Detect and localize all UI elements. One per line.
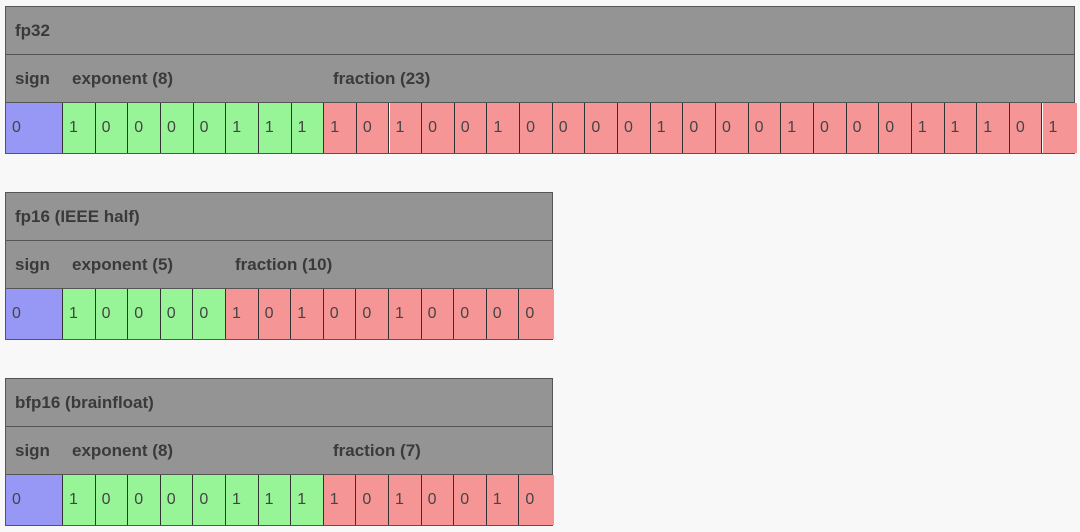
fraction-bit: 1 [389,475,422,525]
fraction-label: fraction (7) [333,441,421,460]
field-labels-row: sign exponent (8) fraction (7) [6,427,552,475]
fraction-bit: 0 [519,475,554,525]
exponent-label: exponent (8) [72,69,174,88]
fraction-bit: 0 [618,103,651,153]
fraction-bit: 0 [454,475,487,525]
fraction-bit: 0 [356,289,389,339]
fraction-bit: 0 [519,289,554,339]
exponent-bit: 1 [226,475,259,525]
fraction-bit: 0 [454,103,488,153]
fraction-bit: 1 [324,103,357,153]
exponent-bit: 1 [258,103,292,153]
format-title: fp16 (IEEE half) [6,193,552,241]
field-labels-row: sign exponent (5) fraction (10) [6,241,552,289]
exponent-bit: 0 [128,103,161,153]
exponent-bit: 0 [193,475,226,525]
fraction-label: fraction (23) [333,69,431,88]
fraction-bit: 0 [421,289,455,339]
format-title: fp32 [6,7,1074,55]
bfp16-format-table: bfp16 (brainfloat) sign exponent (8) fra… [5,378,554,526]
fraction-bit: 1 [781,103,814,153]
exponent-label: exponent (8) [72,441,174,460]
fraction-bit: 0 [879,103,912,153]
fraction-bit: 0 [748,103,782,153]
exponent-bit: 0 [193,289,226,339]
exponent-bit: 1 [63,103,96,153]
exponent-bit: 0 [128,475,161,525]
fraction-bit: 0 [421,475,455,525]
fraction-bit: 0 [356,475,389,525]
fraction-bit: 1 [323,475,357,525]
fraction-bit: 1 [944,103,978,153]
exponent-bit: 0 [95,289,129,339]
fraction-bit: 1 [389,289,422,339]
exponent-bit: 1 [291,475,324,525]
exponent-label: exponent (5) [72,255,174,274]
exponent-bit: 1 [226,103,259,153]
fraction-bit: 1 [650,103,684,153]
format-title: bfp16 (brainfloat) [6,379,552,427]
fraction-bit: 1 [911,103,945,153]
exponent-bit: 1 [258,475,292,525]
fraction-bit: 0 [356,103,390,153]
exponent-bit: 0 [128,289,161,339]
sign-bit: 0 [6,103,63,153]
fraction-bit: 0 [813,103,847,153]
fraction-bit: 0 [683,103,716,153]
fraction-bit: 1 [1042,103,1078,153]
sign-label: sign [15,441,50,460]
exponent-bit: 0 [193,103,227,153]
exponent-bit: 0 [95,475,129,525]
fraction-bit: 1 [487,103,521,153]
exponent-bit: 1 [63,289,96,339]
fraction-bit: 0 [585,103,619,153]
fraction-bit: 1 [291,289,324,339]
fraction-bit: 0 [323,289,357,339]
fraction-bit: 0 [454,289,487,339]
fp16-format-table: fp16 (IEEE half) sign exponent (5) fract… [5,192,554,340]
sign-bit: 0 [6,289,63,339]
exponent-bit: 0 [160,103,194,153]
fraction-bit: 0 [486,289,520,339]
field-labels-row: sign exponent (8) fraction (23) [6,55,1074,103]
sign-label: sign [15,69,50,88]
exponent-bit: 0 [95,103,129,153]
exponent-bit: 0 [160,289,194,339]
fraction-bit: 0 [520,103,553,153]
fraction-bit: 0 [1009,103,1043,153]
fraction-label: fraction (10) [235,255,333,274]
sign-label: sign [15,255,50,274]
fraction-bit: 1 [226,289,259,339]
fraction-bit: 1 [977,103,1010,153]
fraction-bit: 0 [716,103,749,153]
fraction-bit: 1 [486,475,520,525]
exponent-bit: 0 [160,475,194,525]
exponent-bit: 1 [291,103,325,153]
fraction-bit: 0 [552,103,586,153]
fraction-bit: 1 [389,103,423,153]
exponent-bit: 1 [63,475,96,525]
fraction-bit: 0 [422,103,455,153]
sign-bit: 0 [6,475,63,525]
fraction-bit: 0 [846,103,880,153]
fraction-bit: 0 [258,289,292,339]
